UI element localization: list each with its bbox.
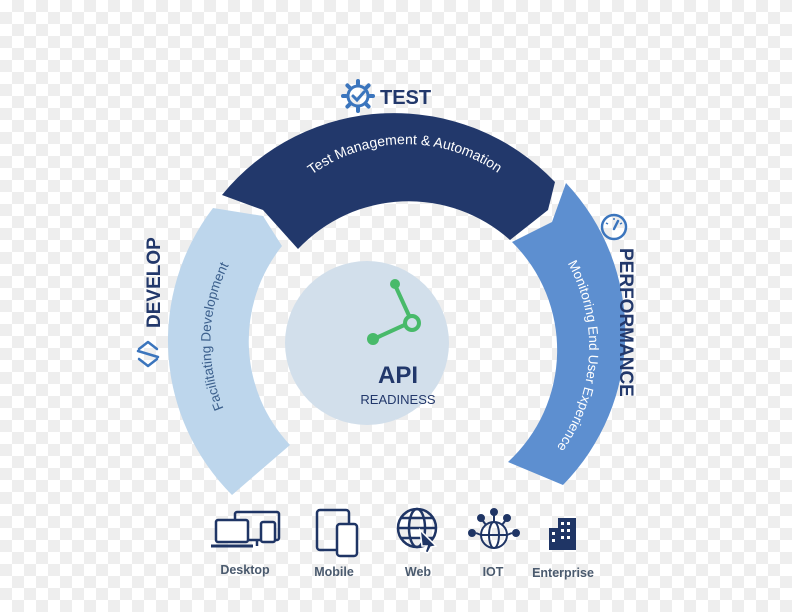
test-title: TEST (380, 87, 431, 109)
desktop-laptop-icon (211, 510, 281, 548)
speedometer-icon (600, 213, 628, 241)
globe-network-icon (468, 508, 520, 549)
performance-arc-segment (508, 183, 626, 485)
develop-arc-segment (167, 208, 290, 495)
gear-check-icon (341, 79, 375, 113)
platform-label-web: Web (404, 565, 432, 579)
globe-cursor-icon (396, 507, 438, 554)
platform-label-mobile: Mobile (314, 565, 354, 579)
platform-label-enterprise: Enterprise (532, 566, 594, 580)
center-circle (285, 261, 449, 425)
api-node-graph-icon (367, 279, 421, 345)
performance-title: PERFORMANCE (615, 248, 636, 397)
office-building-icon (549, 518, 576, 550)
code-brackets-icon (136, 340, 160, 368)
mobile-tablet-icon (315, 508, 359, 558)
develop-title: DEVELOP (144, 237, 165, 328)
center-title: API (378, 362, 418, 389)
test-arc-segment (222, 113, 555, 249)
platform-label-iot: IOT (482, 565, 504, 579)
platform-label-desktop: Desktop (220, 563, 270, 577)
center-subtitle: READINESS (360, 392, 435, 407)
